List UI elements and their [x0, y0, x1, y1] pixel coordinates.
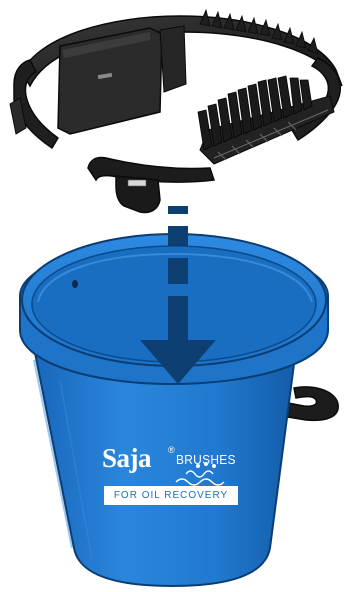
brand-label: Saja ® BRUSHES FOR OIL RECOVERY: [98, 443, 246, 513]
frame-side-plate: [160, 26, 186, 92]
brand-tagline: FOR OIL RECOVERY: [104, 486, 238, 505]
bucket: [20, 234, 338, 586]
registered-mark: ®: [168, 445, 175, 455]
frame-ring-front: [88, 157, 214, 182]
rim-hole: [72, 280, 78, 288]
brush-frame: [10, 10, 342, 213]
brand-logo: Saja ® BRUSHES: [98, 443, 246, 477]
brush-comb: [198, 76, 334, 164]
brand-name: Saja: [102, 443, 151, 473]
brand-subtitle: BRUSHES: [176, 452, 236, 468]
